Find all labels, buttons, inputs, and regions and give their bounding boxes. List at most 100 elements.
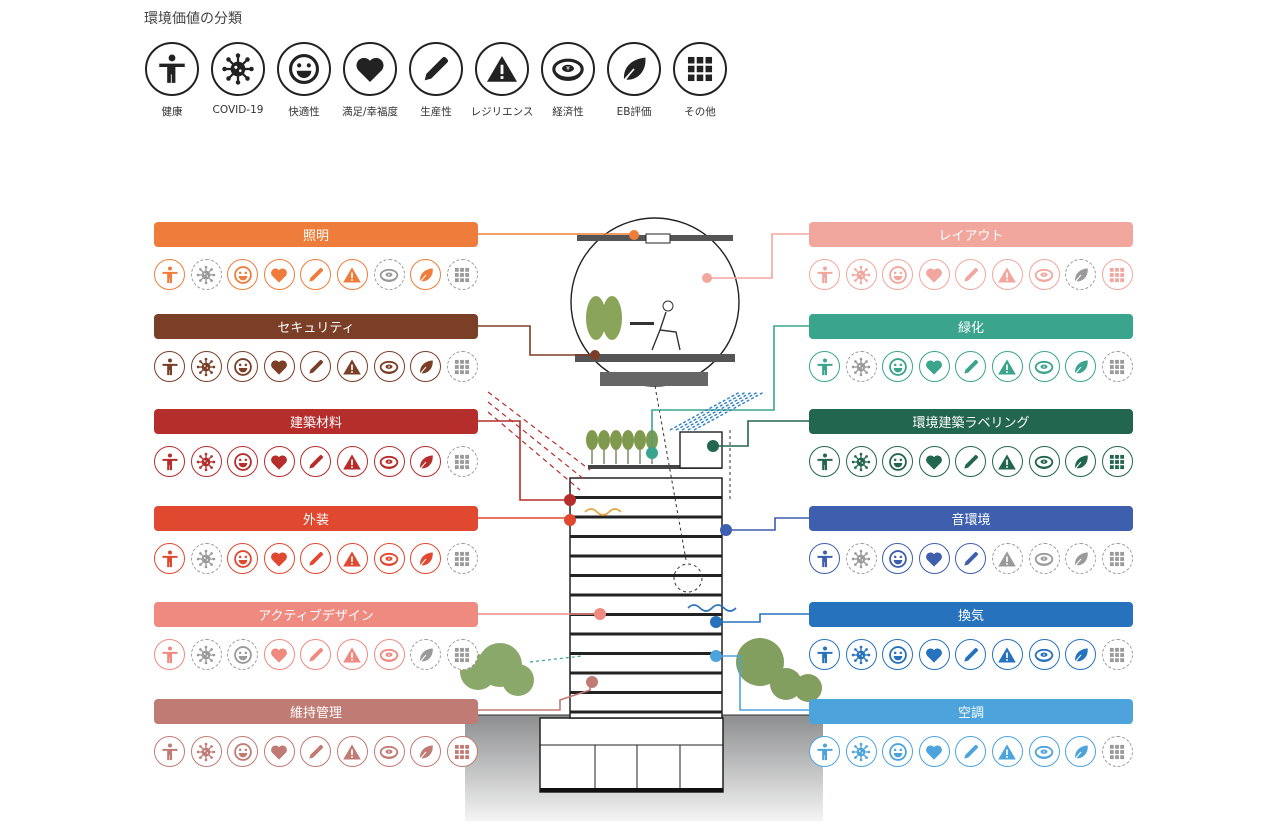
detail-luminaire: [645, 233, 671, 244]
pencil-icon: [964, 744, 978, 759]
grid-icon: [1110, 744, 1125, 759]
leaf-icon: [1074, 744, 1088, 759]
category-value-badge: [154, 259, 185, 290]
category-value-badge: [955, 639, 987, 670]
rain-line: [681, 391, 753, 431]
detail-person-head: [662, 300, 674, 312]
yen-coin-icon: ¥: [1034, 455, 1054, 469]
grid-icon: [455, 551, 470, 566]
leaf-icon: [1074, 551, 1088, 566]
category-value-badge: [1101, 736, 1133, 767]
category-value-badge: [300, 259, 332, 290]
category-value-badge: [446, 446, 478, 477]
anchor-dot: [590, 350, 600, 360]
sound-wave: [584, 508, 622, 516]
category-value-badge: [882, 543, 914, 574]
category-value-badge: [190, 351, 222, 382]
floor-slab: [570, 554, 722, 558]
legend-label: その他: [684, 106, 716, 118]
leaf-icon: [419, 744, 433, 759]
grid-icon: [1110, 551, 1125, 566]
rooftop-plant: [634, 430, 646, 450]
leaf-icon: [419, 267, 433, 282]
virus-icon: [851, 452, 871, 471]
category-value-badge: [154, 446, 185, 477]
leaf-icon: [419, 647, 433, 662]
leader-line: [716, 613, 809, 623]
heart-icon: [271, 744, 288, 760]
heart-icon: [926, 267, 943, 283]
anchor-dot: [629, 230, 639, 240]
person-icon: [817, 743, 832, 760]
smiley-icon: [233, 452, 252, 471]
heart-icon: [271, 359, 288, 375]
grid-icon: [687, 56, 713, 82]
legend-item: 生産性: [407, 42, 465, 119]
category-value-badge: [410, 446, 442, 477]
category-value-badge: [300, 543, 332, 574]
category-icon-row: ¥: [154, 446, 478, 477]
legend-label: 生産性: [420, 106, 452, 118]
leader-line: [713, 420, 809, 447]
svg-text:¥: ¥: [1043, 652, 1046, 656]
legend-label: COVID-19: [212, 104, 264, 116]
page-title: 環境価値の分類: [144, 11, 242, 27]
person-icon: [162, 646, 177, 663]
svg-text:¥: ¥: [388, 459, 391, 463]
warning-icon: [998, 743, 1017, 759]
grid-icon: [455, 647, 470, 662]
category-label: アクティブデザイン: [154, 602, 478, 627]
category-panel: 外装¥: [154, 506, 478, 574]
legend-symbol: [475, 42, 529, 96]
detail-floor: [575, 354, 735, 362]
warning-icon: [998, 646, 1017, 662]
yen-coin-icon: ¥: [379, 648, 399, 662]
anchor-dot: [564, 494, 576, 506]
detail-person: [651, 311, 681, 351]
rain-line: [693, 391, 765, 431]
leaf-icon: [419, 551, 433, 566]
category-value-badge: ¥: [1028, 446, 1060, 477]
category-value-badge: [336, 543, 368, 574]
floor-slab: [570, 535, 722, 538]
yen-coin-icon: ¥: [1034, 745, 1054, 759]
category-value-badge: [446, 259, 478, 290]
category-value-badge: [1101, 259, 1133, 290]
category-value-badge: ¥: [1028, 259, 1060, 290]
category-value-badge: [809, 446, 840, 477]
anchor-dot: [646, 447, 658, 459]
svg-text:¥: ¥: [1043, 749, 1046, 753]
heart-icon: [926, 647, 943, 663]
leaf-icon: [1074, 647, 1088, 662]
anchor-dot: [710, 616, 722, 628]
pencil-icon: [964, 647, 978, 662]
grid-icon: [1110, 267, 1125, 282]
category-value-badge: [190, 446, 222, 477]
category-value-badge: [918, 446, 950, 477]
category-label: 換気: [809, 602, 1133, 627]
legend-item: EB評価: [605, 42, 663, 119]
category-panel: 照明¥: [154, 222, 478, 290]
person-icon: [817, 550, 832, 567]
anchor-dot: [720, 524, 732, 536]
rain-line: [675, 391, 747, 431]
detail-plant: [602, 296, 622, 340]
category-label: 空調: [809, 699, 1133, 724]
category-icon-row: ¥: [154, 639, 478, 670]
category-value-badge: [991, 351, 1023, 382]
person-icon: [817, 453, 832, 470]
smiley-icon: [233, 549, 252, 568]
virus-icon: [196, 452, 216, 471]
virus-icon: [851, 549, 871, 568]
smiley-icon: [888, 452, 907, 471]
legend-label: 経済性: [552, 106, 584, 118]
warning-icon: [343, 266, 362, 282]
heart-icon: [356, 57, 384, 83]
yen-coin-icon: ¥: [1034, 360, 1054, 374]
category-value-badge: [991, 446, 1023, 477]
detail-focus: [673, 563, 703, 593]
svg-text:¥: ¥: [388, 749, 391, 753]
legend-symbol: [343, 42, 397, 96]
anchor-dot: [710, 650, 722, 662]
category-value-badge: [190, 259, 222, 290]
